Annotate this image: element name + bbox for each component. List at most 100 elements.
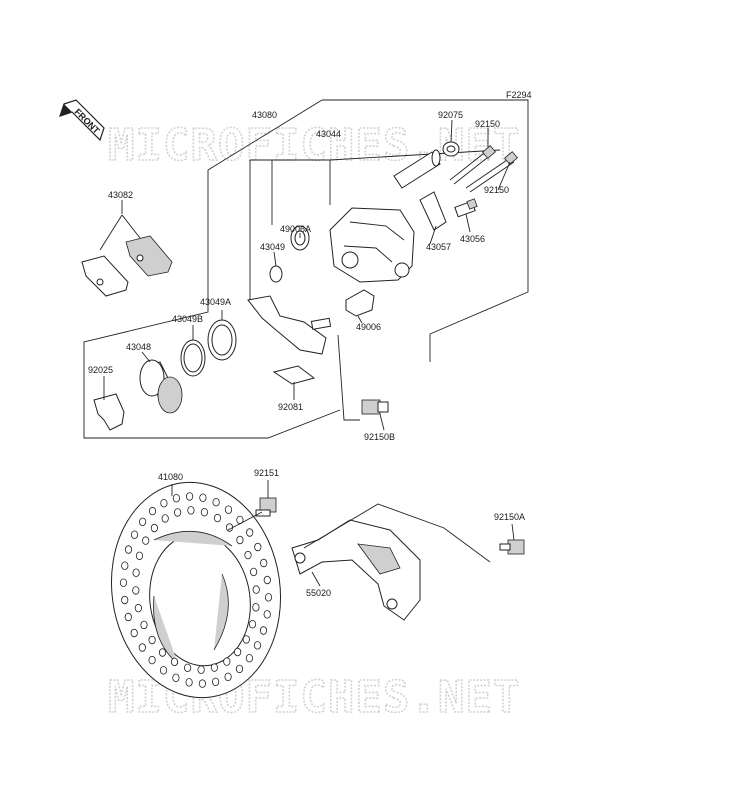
bolt-92150a <box>499 539 525 555</box>
disc-hole <box>142 536 150 545</box>
disc-hole <box>140 620 148 630</box>
label-92025: 92025 <box>88 365 113 375</box>
disc-hole <box>212 498 220 507</box>
label-43056: 43056 <box>460 234 485 244</box>
label-92075: 92075 <box>438 110 463 120</box>
label-92151: 92151 <box>254 468 279 478</box>
leader-lines <box>103 119 515 587</box>
disc-hole <box>158 648 167 657</box>
disc-hole <box>235 664 244 674</box>
disc-hole <box>187 506 195 515</box>
disc-holes <box>119 492 273 688</box>
front-arrow-icon: FRONT <box>59 99 105 142</box>
pad-spring <box>272 365 316 385</box>
disc-hole <box>150 523 158 533</box>
disc-hole <box>197 665 205 674</box>
disc-hole <box>121 561 129 570</box>
label-92150b: 92150B <box>364 432 395 442</box>
pin-lower <box>465 151 518 193</box>
disc-hole <box>174 508 182 517</box>
disc-hole <box>199 493 207 502</box>
label-92081: 92081 <box>278 402 303 412</box>
disc-hole <box>252 585 260 594</box>
disc-hole <box>186 492 194 501</box>
disc-hole <box>135 551 144 560</box>
disc-hole <box>130 530 139 539</box>
disc-hole <box>213 513 222 523</box>
disc-hole <box>234 647 242 657</box>
disc-hole <box>224 672 232 681</box>
label-92150-second: 92150 <box>484 185 509 195</box>
disc-hole <box>134 603 142 613</box>
disc-hole <box>139 517 147 526</box>
bleeder-valve <box>454 198 478 218</box>
label-43082: 43082 <box>108 190 133 200</box>
disc-hole <box>223 657 231 666</box>
disc-hole <box>132 568 140 577</box>
bolt-92151 <box>227 497 277 531</box>
disc-hole <box>254 542 262 552</box>
disc-hole <box>121 595 129 605</box>
disc-hole <box>242 635 250 644</box>
label-49006a: 49006A <box>280 224 311 234</box>
disc-hole <box>260 558 268 568</box>
part-labels: 43080 43044 92075 92150 92150 43082 4900… <box>88 110 525 598</box>
disc-hole <box>159 666 168 675</box>
disc-hole <box>252 603 260 612</box>
piston-and-seals <box>139 319 237 414</box>
disc-hole <box>225 523 234 532</box>
label-41080: 41080 <box>158 472 183 482</box>
washer-43049 <box>269 265 283 283</box>
disc-hole <box>138 643 146 652</box>
disc-hole <box>244 550 252 560</box>
label-92150a: 92150A <box>494 512 525 522</box>
disc-hole <box>184 663 192 672</box>
disc-hole <box>124 545 133 554</box>
disc-hole <box>248 620 257 629</box>
caliper-bracket <box>247 295 332 355</box>
caliper-assembly-outline <box>83 99 529 439</box>
disc-hole <box>236 535 244 545</box>
mounting-bracket <box>291 503 491 621</box>
spring-plate <box>93 393 125 431</box>
disc-hole <box>253 641 262 650</box>
disc-hole <box>264 593 273 602</box>
disc-hole <box>259 626 268 635</box>
brake-pads <box>81 214 173 297</box>
disc-hole <box>161 514 169 523</box>
sleeve <box>393 149 441 189</box>
disc-hole <box>200 508 208 517</box>
disc-hole <box>124 612 132 622</box>
disc-hole <box>148 635 156 645</box>
disc-hole <box>132 586 140 595</box>
disc-hole <box>185 678 193 687</box>
label-55020: 55020 <box>306 588 331 598</box>
disc-hole <box>170 657 179 667</box>
label-43080: 43080 <box>252 110 277 120</box>
label-43048: 43048 <box>126 342 151 352</box>
disc-hole <box>263 610 271 619</box>
caliper-body <box>329 207 415 283</box>
pin-upper <box>449 145 496 185</box>
label-43044: 43044 <box>316 129 341 139</box>
disc-hole <box>250 567 258 577</box>
disc-hole <box>119 578 128 587</box>
label-43049: 43049 <box>260 242 285 252</box>
disc-hole <box>148 506 157 516</box>
disc-hole <box>210 663 218 672</box>
label-49006: 49006 <box>356 322 381 332</box>
disc-hole <box>130 628 138 638</box>
disc-hole <box>212 677 220 686</box>
label-43049a: 43049A <box>200 297 231 307</box>
label-92150: 92150 <box>475 119 500 129</box>
disc-hole <box>245 654 253 663</box>
disc-hole <box>160 499 168 508</box>
disc-hole <box>198 679 206 688</box>
boot-49006 <box>345 289 375 317</box>
disc-hole <box>172 494 180 503</box>
figure-code: F2294 <box>506 90 532 100</box>
label-43057: 43057 <box>426 242 451 252</box>
label-43049b: 43049B <box>172 314 203 324</box>
bolt-92150b <box>361 399 389 415</box>
